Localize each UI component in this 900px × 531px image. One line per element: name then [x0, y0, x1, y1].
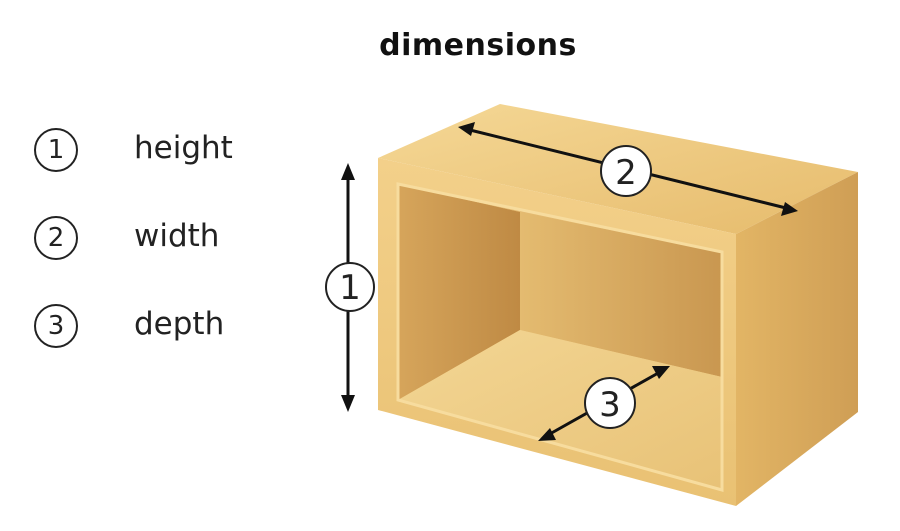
- box-interior-floor: [398, 330, 722, 490]
- legend-number-2: 2: [34, 216, 78, 260]
- legend-label-depth: depth: [134, 306, 225, 342]
- legend-label-width: width: [134, 218, 220, 254]
- width-marker-label: 2: [615, 153, 637, 193]
- diagram-title: dimensions: [379, 28, 577, 63]
- legend-label-height: height: [134, 130, 233, 166]
- legend-number-3: 3: [34, 304, 78, 348]
- box-interior-back: [520, 212, 722, 377]
- width-marker: 2: [600, 145, 652, 197]
- depth-marker-label: 3: [599, 385, 621, 425]
- box-interior-left: [398, 184, 520, 400]
- depth-marker: 3: [584, 377, 636, 429]
- height-marker: 1: [325, 262, 375, 312]
- height-marker-label: 1: [339, 268, 361, 308]
- legend-number-1: 1: [34, 128, 78, 172]
- box-side-face: [736, 172, 858, 506]
- box-opening-rim: [396, 182, 724, 492]
